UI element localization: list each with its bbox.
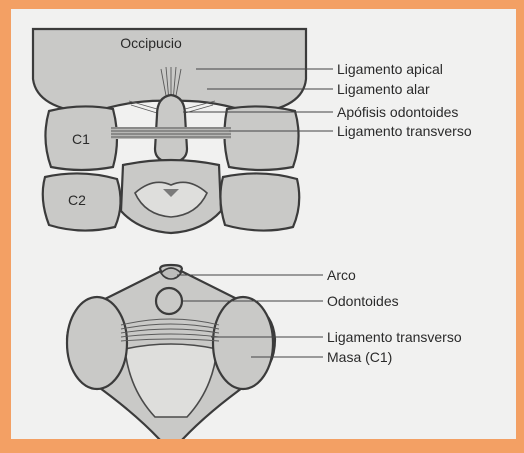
c1-label: C1	[72, 131, 90, 147]
callout-apical-ligament: Ligamento apical	[337, 61, 443, 77]
bottom-axial-view	[67, 265, 275, 439]
c1-right-mass	[224, 106, 298, 170]
c2-label: C2	[68, 192, 86, 208]
odontoid-circle	[156, 288, 182, 314]
callout-transverse-ligament-top: Ligamento transverso	[337, 123, 472, 139]
anterior-arch	[161, 268, 181, 279]
callout-odontoid: Odontoides	[327, 293, 399, 309]
c1-left-lateral-mass	[67, 297, 127, 389]
callout-alar-ligament: Ligamento alar	[337, 81, 430, 97]
anatomy-figure: Occipucio C1	[11, 9, 516, 439]
c1-right-lateral-mass	[213, 297, 273, 389]
callout-odontoid-process: Apófisis odontoides	[337, 104, 458, 120]
callout-lateral-mass: Masa (C1)	[327, 349, 392, 365]
transverse-ligament-top	[111, 127, 231, 139]
occiput-label: Occipucio	[120, 35, 182, 51]
callout-arch: Arco	[327, 267, 356, 283]
c2-right-mass	[220, 173, 299, 230]
craniovertebral-diagram: Occipucio C1	[11, 9, 516, 439]
callout-transverse-ligament-bottom: Ligamento transverso	[327, 329, 462, 345]
